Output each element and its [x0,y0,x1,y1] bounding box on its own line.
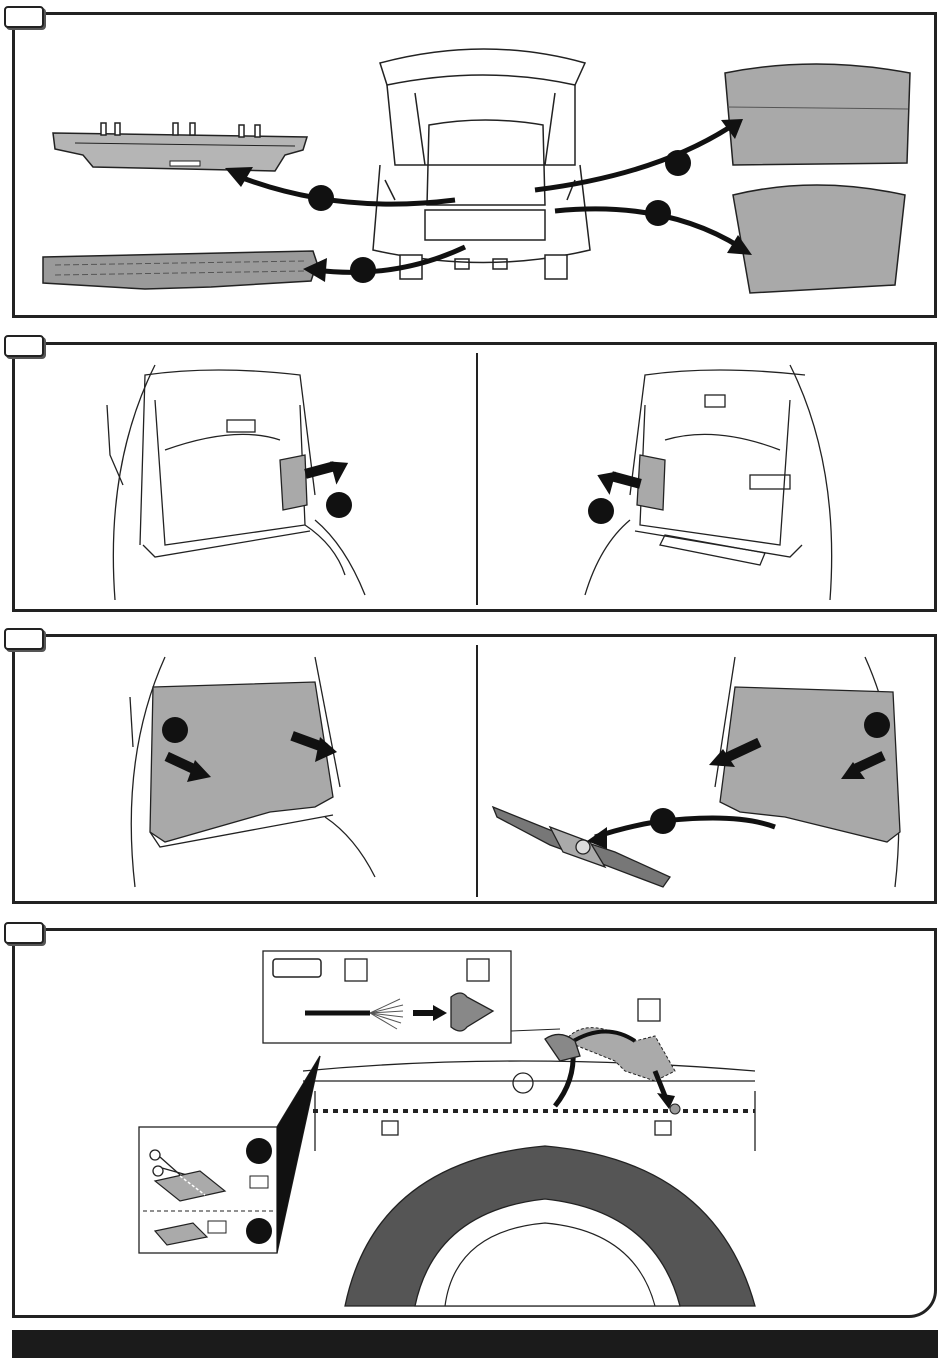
step-3-tab [4,628,44,650]
cut-instruction-inset [139,1056,320,1253]
numbered-callout-circle [246,1218,272,1244]
rear-panel-illustration [303,1061,755,1151]
side-trim-part [637,455,665,510]
spare-wheel-illustration [345,1146,755,1306]
sill-protector-part [43,251,317,289]
step-1-panel [12,12,937,318]
trunk-left-view [107,365,365,600]
step-4-panel [12,928,937,1318]
numbered-callout-circle [162,717,188,743]
step-2-panel [12,342,937,612]
car-jack-part [493,807,670,887]
car-rear-illustration [373,49,590,279]
step-4-tab [4,922,44,944]
cargo-floor-board-part [725,64,910,165]
numbered-callout-circle [650,808,676,834]
step-3-panel [12,634,937,904]
numbered-callout-circle [588,498,614,524]
step-2-illustration [15,345,940,615]
numbered-callout-circle [864,712,890,738]
cargo-floor-panel-part [733,185,905,293]
step-1-illustration [15,15,940,321]
step-3-illustration [15,637,940,907]
curved-arrow-icon [304,457,353,485]
tonneau-cover-part [53,123,307,171]
numbered-callout-circle [326,492,352,518]
step-2-tab [4,335,44,357]
step-1-tab [4,6,44,28]
numbered-callout-circle [246,1138,272,1164]
side-trim-part [280,455,307,510]
curved-arrow-icon [593,467,642,495]
cable-grommet-inset [263,951,560,1043]
footer-bar [12,1330,938,1358]
step-4-illustration [15,931,940,1321]
